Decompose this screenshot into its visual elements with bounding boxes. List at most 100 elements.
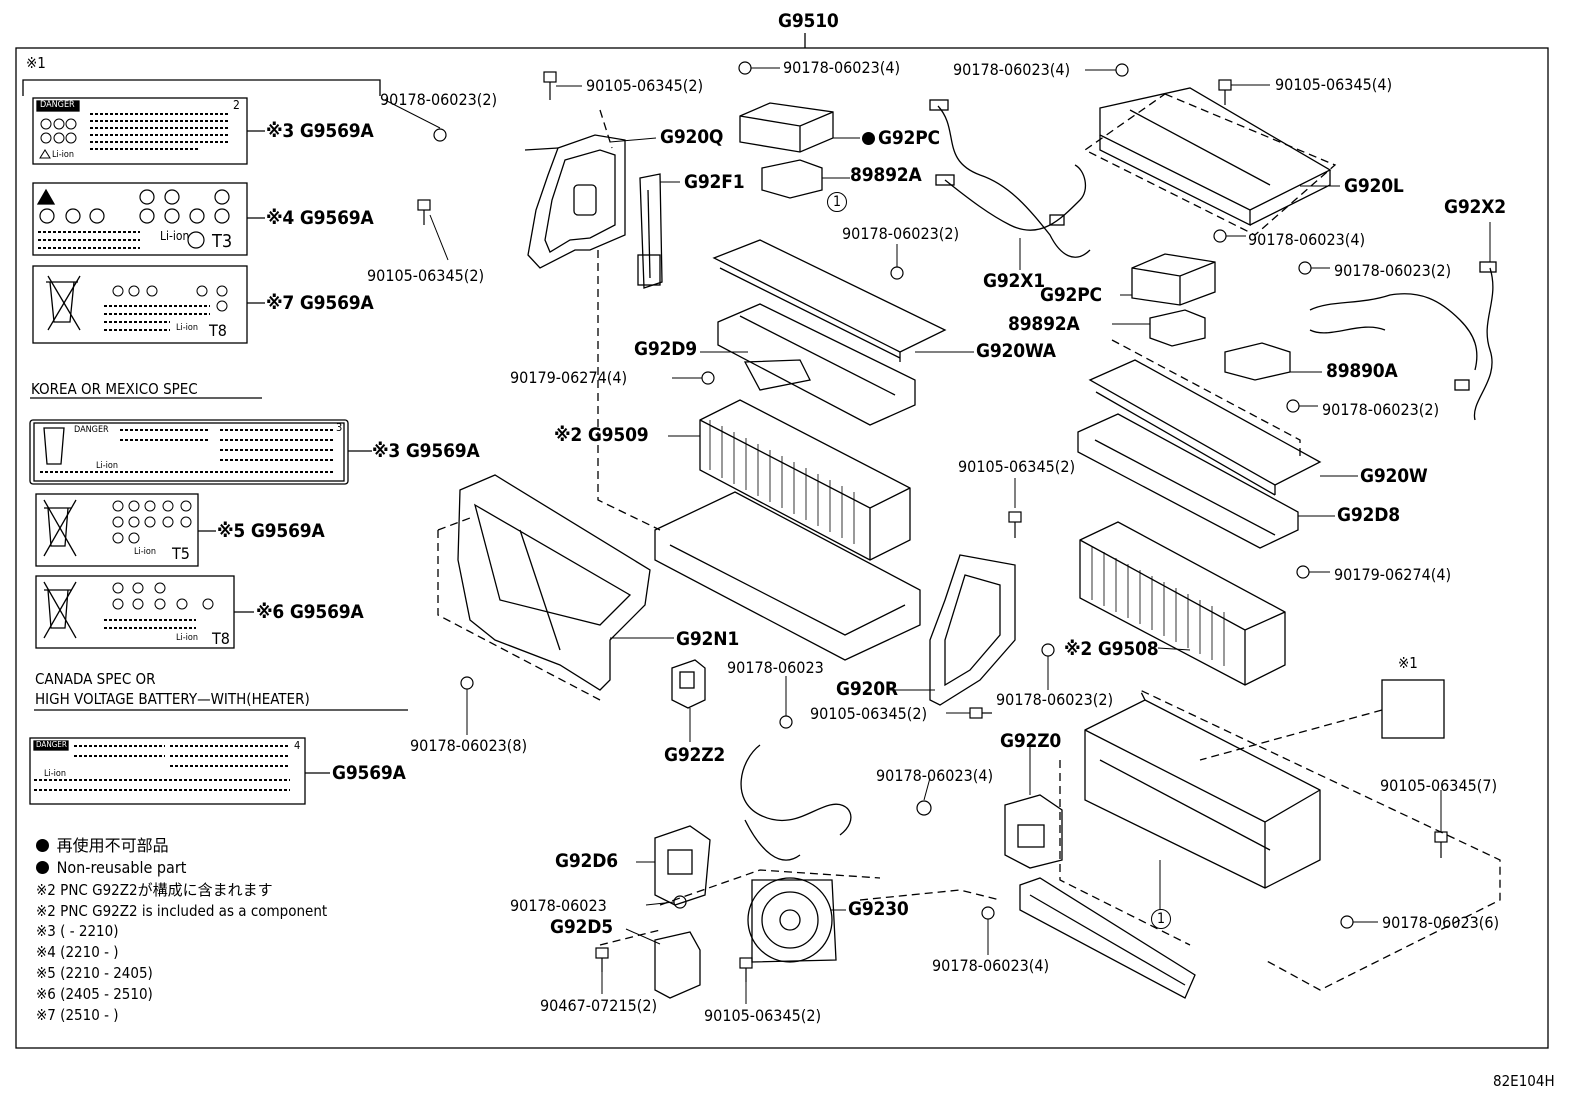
callout-g9569a-2[interactable]: ※4 G9569A <box>266 207 374 229</box>
part-g920w[interactable]: G920W <box>1360 465 1428 487</box>
li-ion-text-1: Li-ion <box>52 150 75 160</box>
danger-text-3: DANGER <box>36 740 67 749</box>
li-ion-text-4: Li-ion <box>96 461 119 471</box>
part-g92d9[interactable]: G92D9 <box>634 338 697 360</box>
pn-90178-g[interactable]: 90178-06023(2) <box>842 224 960 243</box>
g92n1-frame-drawing <box>457 474 651 691</box>
part-89892a-mid[interactable]: 89892A <box>1008 313 1080 335</box>
leader-lines <box>384 67 1491 1004</box>
part-g9508[interactable]: ※2 G9508 <box>1064 638 1159 660</box>
pn-90105-d[interactable]: 90105-06345(4) <box>1275 75 1393 94</box>
part-g92pc-mid[interactable]: G92PC <box>1040 284 1102 306</box>
pn-90105-a[interactable]: 90105-06345(2) <box>586 76 704 95</box>
pn-90467-u[interactable]: 90467-07215(2) <box>540 996 658 1015</box>
li-ion-text-7: Li-ion <box>44 769 67 779</box>
legend-note5: ※5 (2210 - 2405) <box>36 964 153 982</box>
circle-marker-1-top: 1 <box>827 192 847 212</box>
callout-g9569a-6[interactable]: ※6 G9569A <box>256 601 364 623</box>
pn-90178-q[interactable]: 90178-06023(2) <box>996 690 1114 709</box>
part-g9509[interactable]: ※2 G9509 <box>554 424 649 446</box>
g9508-cell-stack-drawing <box>1079 521 1286 686</box>
pn-90178-i[interactable]: 90178-06023(2) <box>1334 261 1452 280</box>
g9230-fan-drawing <box>747 877 837 963</box>
battery-tray-drawing <box>654 491 921 661</box>
part-g92x2[interactable]: G92X2 <box>1444 196 1506 218</box>
part-g92n1[interactable]: G92N1 <box>676 628 740 650</box>
pn-90105-f[interactable]: 90105-06345(2) <box>367 266 485 285</box>
g92z0-drawing <box>1004 794 1063 869</box>
part-g92x1[interactable]: G92X1 <box>983 270 1045 292</box>
legend-dot-1 <box>36 839 49 852</box>
pn-90105-p[interactable]: 90105-06345(2) <box>810 704 928 723</box>
pn-90178-x[interactable]: 90178-06023(6) <box>1382 913 1500 932</box>
mark-1-left: ※1 <box>26 54 46 72</box>
callout-g9569a-4[interactable]: ※3 G9569A <box>372 440 480 462</box>
g920q-bracket-drawing <box>524 134 626 269</box>
callout-g9569a-7[interactable]: G9569A <box>332 762 406 784</box>
part-89892a-top[interactable]: 89892A <box>850 164 922 186</box>
pn-90178-b[interactable]: 90178-06023(4) <box>783 58 901 77</box>
pn-90179-j[interactable]: 90179-06274(4) <box>510 368 628 387</box>
legend-note2-en: ※2 PNC G92Z2 is included as a component <box>36 902 328 920</box>
g92d6-drawing <box>654 825 711 906</box>
legend-en-nonreusable: Non-reusable part <box>36 860 186 876</box>
part-g9230[interactable]: G9230 <box>848 898 909 920</box>
label-sheet-1 <box>32 97 265 165</box>
part-g92z0[interactable]: G92Z0 <box>1000 730 1062 752</box>
sensor-wire-drawing <box>740 744 852 861</box>
pn-90105-l[interactable]: 90105-06345(2) <box>958 457 1076 476</box>
legend-en-text: Non-reusable part <box>56 858 187 877</box>
pn-90105-v[interactable]: 90105-06345(2) <box>704 1006 822 1025</box>
part-g92pc-top[interactable]: G92PC <box>862 129 940 148</box>
sheet-number-3: 3 <box>336 421 343 434</box>
t8-mark-1: T8 <box>209 321 227 340</box>
pn-90178-c[interactable]: 90178-06023(4) <box>953 60 1071 79</box>
part-g92d6[interactable]: G92D6 <box>555 850 618 872</box>
g92f1-drawing <box>637 173 663 289</box>
legend-jp-nonreusable: 再使用不可部品 <box>36 838 169 854</box>
part-g920q[interactable]: G920Q <box>660 126 724 148</box>
li-ion-text-6: Li-ion <box>176 633 199 643</box>
g92pc-mid-drawing <box>1131 253 1291 381</box>
callout-g9569a-5[interactable]: ※5 G9569A <box>217 520 325 542</box>
danger-text-2: DANGER <box>74 425 109 435</box>
legend-note2-jp: ※2 PNC G92Z2が構成に含まれます <box>36 881 273 899</box>
label-sheet-3 <box>32 265 265 344</box>
outer-frame <box>15 47 1549 1049</box>
pn-90105-s[interactable]: 90105-06345(7) <box>1380 776 1498 795</box>
pn-90179-m[interactable]: 90179-06274(4) <box>1334 565 1452 584</box>
sheet-number-2: 2 <box>233 98 240 112</box>
pn-90178-e[interactable]: 90178-06023(2) <box>380 90 498 109</box>
circle-marker-1-bottom: 1 <box>1151 909 1171 929</box>
legend-dot-2 <box>36 861 49 874</box>
legend-note4: ※4 (2210 - ) <box>36 943 119 961</box>
legend-jp-text: 再使用不可部品 <box>56 836 169 855</box>
part-89890a[interactable]: 89890A <box>1326 360 1398 382</box>
part-g920r[interactable]: G920R <box>836 678 898 700</box>
danger-text-1: DANGER <box>40 100 75 110</box>
g92d5-drawing <box>654 931 701 999</box>
pn-90178-n[interactable]: 90178-06023(8) <box>410 736 528 755</box>
pn-90178-o[interactable]: 90178-06023 <box>727 658 824 677</box>
li-ion-text-2: Li-ion <box>160 229 190 243</box>
canada-header-line1: CANADA SPEC OR <box>35 670 156 688</box>
part-g920l[interactable]: G920L <box>1344 175 1404 197</box>
t8-mark-2: T8 <box>212 629 230 648</box>
part-g92d5[interactable]: G92D5 <box>550 916 613 938</box>
pn-90178-k[interactable]: 90178-06023(2) <box>1322 400 1440 419</box>
part-g92d8[interactable]: G92D8 <box>1337 504 1400 526</box>
pn-90178-r[interactable]: 90178-06023(4) <box>876 766 994 785</box>
callout-g9569a-3[interactable]: ※7 G9569A <box>266 292 374 314</box>
part-g92z2[interactable]: G92Z2 <box>664 744 726 766</box>
pn-90178-t[interactable]: 90178-06023 <box>510 896 607 915</box>
pn-90178-w[interactable]: 90178-06023(4) <box>932 956 1050 975</box>
label-placement-marker <box>1381 679 1445 739</box>
part-g92f1[interactable]: G92F1 <box>684 171 745 193</box>
g9509-cell-stack-drawing <box>699 399 911 561</box>
korea-mexico-header: KOREA OR MEXICO SPEC <box>31 380 198 398</box>
pn-90178-h[interactable]: 90178-06023(4) <box>1248 230 1366 249</box>
callout-g9569a-1[interactable]: ※3 G9569A <box>266 120 374 142</box>
part-g920wa[interactable]: G920WA <box>976 340 1056 362</box>
